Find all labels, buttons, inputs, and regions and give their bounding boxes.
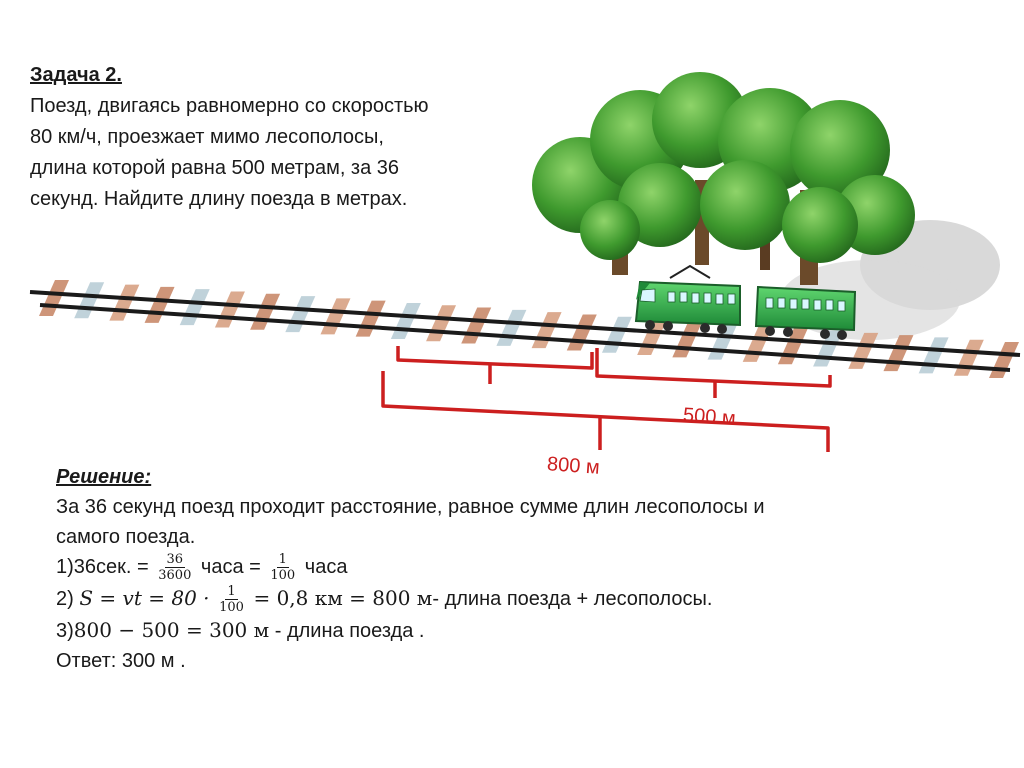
sleeper [144,286,175,323]
sleeper [250,293,281,330]
fraction: 1 100 [217,584,246,615]
fraction: 1 100 [268,552,297,583]
sleeper [74,282,105,319]
sleeper [285,296,316,333]
step1-prefix: 1)36сек. = [56,556,149,578]
problem-line: Поезд, двигаясь равномерно со скоростью [30,95,429,117]
bracket-800 [381,371,830,452]
answer: Ответ: 300 м . [56,650,186,673]
sleeper [214,291,245,328]
sleeper [496,309,527,346]
step3-prefix: 3) [56,620,74,643]
sleeper [320,298,351,335]
problem-line: секунд. Найдите длину поезда в метрах. [30,188,408,210]
train-icon [634,264,857,340]
sleeper [883,335,914,372]
frac-denominator: 100 [270,568,296,584]
step-3: 3)800 − 500 = 300 м - длина поезда . [56,615,956,646]
sleeper [355,300,386,337]
sleeper [179,289,210,326]
step2-formula: S = vt = 80 · [79,586,210,611]
label-500m: 500 м [682,404,737,430]
sleeper [531,312,562,349]
problem-statement: Задача 2. Поезд, двигаясь равномерно со … [30,60,510,215]
frac-denominator: 3600 [158,568,192,584]
measure-brackets [381,346,832,452]
sleeper [109,284,140,321]
trees-icon [532,72,915,285]
step2-text: - длина поезда + лесополосы. [432,588,713,611]
step1-suffix: часа [304,556,348,578]
solution-title: Решение: [56,466,152,488]
solution-intro: За 36 секунд поезд проходит расстояние, … [56,496,765,518]
problem-line: длина которой равна 500 метрам, за 36 [30,157,400,179]
step-1: 1)36сек. = 36 3600 часа = 1 100 часа [56,552,956,583]
sleeper [601,316,632,353]
problem-title: Задача 2. [30,64,122,86]
sleeper [39,280,69,316]
sleeper [426,305,457,342]
step3-text: - длина поезда . [274,620,425,643]
frac-numerator: 36 [164,552,186,569]
sleeper [390,302,421,339]
sleeper [777,328,808,365]
step2-prefix: 2) [56,588,74,611]
problem-line: 80 км/ч, проезжает мимо лесополосы, [30,126,384,148]
frac-denominator: 100 [219,600,244,616]
railway-rails [29,290,1021,372]
sleeper [672,321,703,358]
train-length-bracket [396,346,594,370]
sleeper [566,314,597,351]
solution-intro: самого поезда. [56,526,196,548]
sleeper [918,337,949,374]
sleeper [953,339,984,376]
sleeper [989,342,1019,378]
step-2: 2) S = vt = 80 · 1 100 = 0,8 км = 800 м-… [56,583,956,615]
frac-numerator: 1 [225,584,238,601]
fraction: 36 3600 [156,552,193,583]
frac-numerator: 1 [276,552,289,569]
solution: Решение: За 36 секунд поезд проходит рас… [56,462,956,676]
step1-mid: часа = [200,556,261,578]
step2-result: = 0,8 км = 800 м [253,586,433,611]
sleeper [461,307,492,344]
step3-formula: 800 − 500 = 300 м [73,618,270,643]
